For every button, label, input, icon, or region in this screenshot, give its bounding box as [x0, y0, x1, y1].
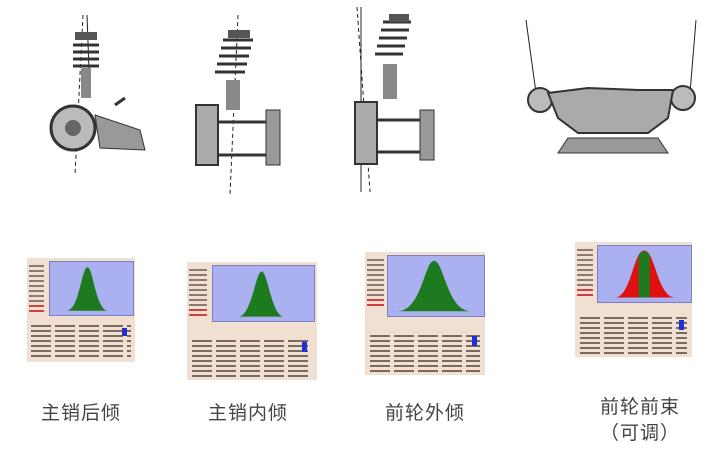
- distribution-curve: [614, 250, 676, 298]
- label-toe: 前轮前束: [599, 396, 680, 418]
- histogram-thumb-caster: [27, 258, 135, 362]
- histogram-thumb-camber: [365, 252, 485, 375]
- label-camber: 前轮外倾: [384, 402, 465, 424]
- label-caster: 主销后倾: [40, 402, 121, 424]
- label-kingpin-inclination: 主销内倾: [207, 402, 288, 424]
- distribution-curve: [238, 271, 284, 317]
- suspension-drawing-camber: [354, 6, 435, 193]
- distribution-curve: [397, 260, 471, 312]
- label-toe-adjustable: （可调）: [599, 422, 680, 444]
- histogram-thumb-kingpin: [187, 262, 317, 380]
- suspension-drawing-caster: [49, 14, 146, 176]
- suspension-drawing-subframe-toe: [525, 19, 697, 154]
- suspension-drawing-kingpin-inclination: [195, 14, 281, 196]
- histogram-thumb-toe: [575, 242, 692, 357]
- distribution-curve: [66, 267, 108, 311]
